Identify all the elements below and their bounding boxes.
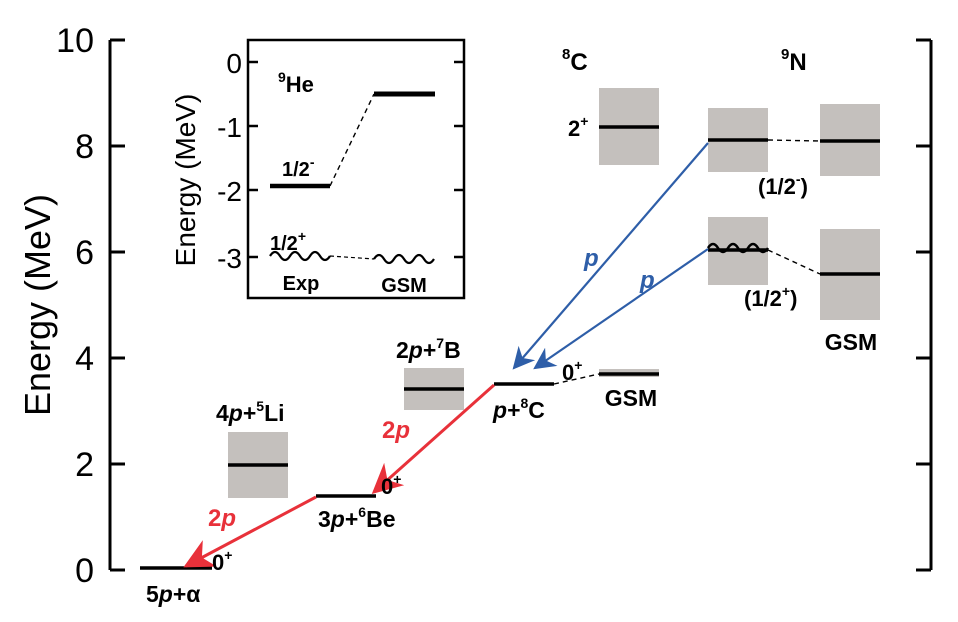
c8-gs-spin-label: 0+ xyxy=(562,357,582,385)
tick-label-10: 10 xyxy=(56,22,94,60)
c8-2plus-label: 2+ xyxy=(568,113,588,141)
inset-tick-0: 0 xyxy=(226,48,242,79)
inset-levels xyxy=(269,91,435,265)
tick-label-0: 0 xyxy=(75,552,94,590)
inset-nucleus-label: 9He xyxy=(278,69,314,97)
alpha-label: 5p+α xyxy=(146,581,200,607)
tick-label-8: 8 xyxy=(75,128,94,166)
n9-gsm-label: GSM xyxy=(825,329,877,355)
blue-arrow-upper xyxy=(512,142,709,370)
tick-label-6: 6 xyxy=(75,234,94,272)
inset-level-half-plus: 1/2+ xyxy=(270,228,306,255)
inset-y-axis-label: Energy (MeV) xyxy=(170,94,201,267)
inset-level-half-minus: 1/2- xyxy=(282,154,315,181)
main-right-axis xyxy=(916,38,933,572)
be6-label: 3p+6Be xyxy=(318,504,396,532)
n9-nucleus-label: 9N xyxy=(781,46,807,76)
main-y-axis-label: Energy (MeV) xyxy=(17,194,58,416)
n9-half-minus-label: (1/2-) xyxy=(758,171,808,199)
arrow-label-2p-lower: 2p xyxy=(208,505,236,532)
arrow-label-p-upper: p xyxy=(583,245,599,272)
be6-spin-label: 0+ xyxy=(381,471,401,499)
inset-tick-minus1: -1 xyxy=(217,112,242,143)
inset-frame xyxy=(246,38,466,300)
n9-half-plus-label: (1/2+) xyxy=(744,283,797,311)
arrow-label-2p-upper: 2p xyxy=(382,417,410,444)
c8-nucleus-label: 8C xyxy=(562,46,588,76)
red-arrow-lower xyxy=(183,495,317,568)
li5-label: 4p+5Li xyxy=(216,398,285,426)
blue-arrow-lower xyxy=(533,248,709,370)
n9-wavy-level xyxy=(706,242,770,254)
pc8-label: p+8C xyxy=(492,395,545,423)
level-connectors xyxy=(553,139,821,385)
tick-label-2: 2 xyxy=(75,446,94,484)
inset-col-exp: Exp xyxy=(283,273,320,295)
tick-label-4: 4 xyxy=(75,340,94,378)
inset-col-gsm: GSM xyxy=(381,275,427,297)
decay-arrows xyxy=(183,142,709,568)
c8-gsm-label: GSM xyxy=(605,385,657,411)
inset-tick-minus3: -3 xyxy=(217,243,242,274)
inset-tick-minus2: -2 xyxy=(217,176,242,207)
red-arrow-upper xyxy=(371,383,495,494)
b7-label: 2p+7B xyxy=(396,335,461,363)
alpha-spin-label: 0+ xyxy=(212,547,232,575)
main-left-axis xyxy=(108,38,125,572)
arrow-label-p-lower: p xyxy=(639,267,655,294)
